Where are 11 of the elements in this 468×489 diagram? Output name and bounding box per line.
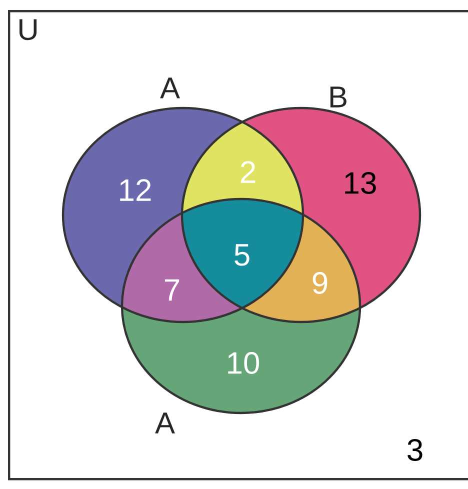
node-label: B [330,86,346,108]
region-count: 5 [234,244,250,266]
node-label: A [155,412,175,434]
node-label: A [160,78,180,98]
region-count: 9 [312,272,328,294]
region-count: 10 [228,352,260,374]
region-count: 2 [240,161,256,183]
region-count: 13 [345,172,376,194]
region-count: 3 [408,439,422,461]
region-count: 7 [164,279,180,301]
region-count: 12 [120,179,151,201]
